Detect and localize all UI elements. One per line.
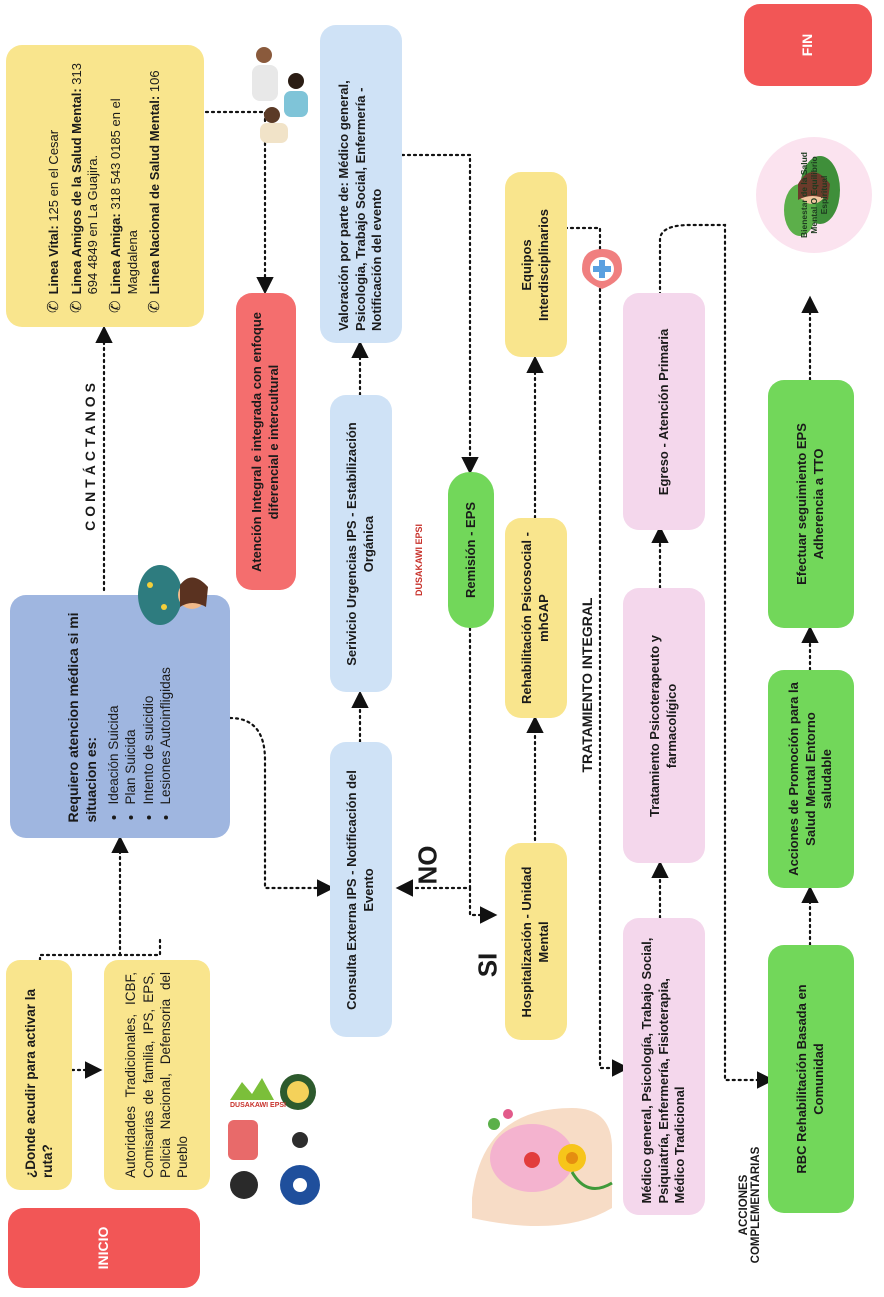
person-illustration (130, 555, 220, 635)
no-label-wrap: NO (405, 840, 451, 890)
rbc-box: RBC Rehabilitación Basada en Comunidad (768, 945, 854, 1213)
partner-logo-dusakawi: DUSAKAWI EPSI (230, 1102, 287, 1109)
phone-icon: ✆ (146, 300, 164, 313)
contact-line: ✆ Linea Nacional de Salud Mental: 106 (146, 70, 164, 313)
need-box: Requiero atencion médica si mi situacion… (10, 595, 230, 838)
brain-flower-icon (462, 1088, 622, 1238)
conn-equipos-prof (563, 226, 630, 1077)
tratamiento-label: TRATAMIENTO INTEGRAL (579, 597, 595, 773)
equipos-text: Equipos Interdisciplinarios (519, 208, 551, 321)
end-label: FIN (799, 33, 816, 57)
remision-box: Remisión - EPS (448, 472, 494, 628)
contact-line-name: Linea Nacional de Salud Mental: (147, 95, 163, 295)
consulta-box: Consulta Externa IPS - Notificación del … (330, 742, 392, 1037)
acciones-label: ACCIONES COMPLEMENTARIAS (738, 1146, 762, 1264)
promocion-box: Acciones de Promoción para la Salud Ment… (768, 670, 854, 888)
dusakawi-logo-text: DUSAKAWI EPSI (414, 523, 424, 597)
si-label: SI (472, 952, 503, 978)
contact-line: ✆ Linea Vital: 125 en el Cesar (45, 129, 63, 313)
hospitalizacion-text: Hospitalización - Unidad Mental (519, 866, 551, 1017)
contact-line-detail: 125 en el Cesar (46, 129, 62, 222)
need-list: Ideación Suicida Plan Suicida Intento de… (105, 667, 175, 822)
need-item: Ideación Suicida (105, 667, 123, 804)
no-label: NO (412, 845, 443, 885)
where-places: Autoridades Tradicionales, ICBF, Comisar… (123, 972, 191, 1178)
wellness-badge-text: Bienestar de la Salud Mental O Equilibri… (799, 152, 829, 238)
hospitalizacion-box: Hospitalización - Unidad Mental (505, 843, 567, 1040)
contact-line-name: Linea Amigos de la Salud Mental: (68, 88, 84, 295)
need-title: Requiero atencion médica si mi situacion… (65, 611, 99, 822)
partner-logos: DUSAKAWI EPSI (222, 1070, 326, 1215)
conn-egreso-rbc (658, 223, 775, 1089)
start-node: INICIO (8, 1208, 200, 1288)
need-item: Plan Suicida (122, 667, 140, 804)
contact-heading-wrap: CONTÁCTANOS (70, 330, 110, 580)
conn-places-need (38, 840, 162, 962)
acciones-label-wrap: ACCIONES COMPLEMENTARIAS (728, 1120, 772, 1290)
urgencias-text: Serivicio Urgencias IPS - Estabilización… (344, 421, 376, 666)
profesionales-text: Médico general, Psicología, Trabajo Soci… (639, 937, 688, 1203)
rehab-text: Rehabilitación Psicosocial - mhGAP (519, 532, 551, 704)
tratamiento-text: Tratamiento Psicoterapeuto y farmacolígi… (647, 634, 679, 817)
contact-line-detail: 106 (147, 70, 163, 93)
conn-assessment-remision (400, 153, 479, 475)
phone-icon: ✆ (45, 300, 63, 313)
assessment-text: Valoración por parte de: Médico general,… (336, 80, 385, 331)
phone-icon: ✆ (107, 300, 124, 313)
need-item: Lesiones Autoinfligidas (157, 667, 175, 804)
conn-remision-si (468, 886, 498, 924)
contact-line: ✆ Linea Amiga: 318 543 0185 en el Magdal… (107, 59, 141, 313)
end-node: FIN (744, 4, 872, 86)
promocion-text: Acciones de Promoción para la Salud Ment… (786, 682, 835, 876)
rehab-box: Rehabilitación Psicosocial - mhGAP (505, 518, 567, 718)
tratamiento-box: Tratamiento Psicoterapeuto y farmacolígi… (623, 588, 705, 863)
rbc-text: RBC Rehabilitación Basada en Comunidad (794, 984, 826, 1174)
medical-cross-icon (578, 245, 630, 293)
consulta-text: Consulta Externa IPS - Notificación del … (344, 769, 376, 1010)
attention-box: Atención Integral e integrada con enfoqu… (236, 293, 296, 590)
attention-text: Atención Integral e integrada con enfoqu… (249, 311, 281, 572)
phone-icon: ✆ (67, 300, 85, 313)
where-question: ¿Donde acudir para activar la ruta? (22, 988, 55, 1178)
urgencias-box: Serivicio Urgencias IPS - Estabilización… (330, 395, 392, 692)
contact-heading: CONTÁCTANOS (82, 379, 98, 531)
clinician-illustration (248, 35, 314, 145)
profesionales-box: Médico general, Psicología, Trabajo Soci… (623, 918, 705, 1215)
egreso-box: Egreso - Atención Primaria (623, 293, 705, 530)
remision-text: Remisión - EPS (462, 501, 478, 599)
contact-line: ✆ Linea Amigos de la Salud Mental: 313 6… (67, 59, 102, 313)
contact-line-name: Linea Vital: (46, 225, 62, 295)
contact-line-name: Linea Amiga: (108, 213, 123, 295)
where-question-box: ¿Donde acudir para activar la ruta? (6, 960, 72, 1190)
dusakawi-logo: DUSAKAWI EPSI (398, 520, 440, 600)
assessment-box: Valoración por parte de: Médico general,… (320, 25, 402, 343)
seguimiento-box: Efectuar seguimiento EPS Adherencia a TT… (768, 380, 854, 628)
tratamiento-label-wrap: TRATAMIENTO INTEGRAL (572, 560, 602, 810)
equipos-box: Equipos Interdisciplinarios (505, 172, 567, 357)
conn-need-consulta (228, 716, 335, 897)
egreso-text: Egreso - Atención Primaria (655, 328, 671, 495)
where-places-box: Autoridades Tradicionales, ICBF, Comisar… (104, 960, 210, 1190)
contact-box: ✆ Linea Vital: 125 en el Cesar ✆ Linea A… (6, 45, 204, 327)
seguimiento-text: Efectuar seguimiento EPS Adherencia a TT… (794, 423, 826, 585)
start-label: INICIO (95, 1226, 112, 1270)
need-item: Intento de suicidio (140, 667, 158, 804)
wellness-badge: Bienestar de la Salud Mental O Equilibri… (750, 120, 878, 270)
